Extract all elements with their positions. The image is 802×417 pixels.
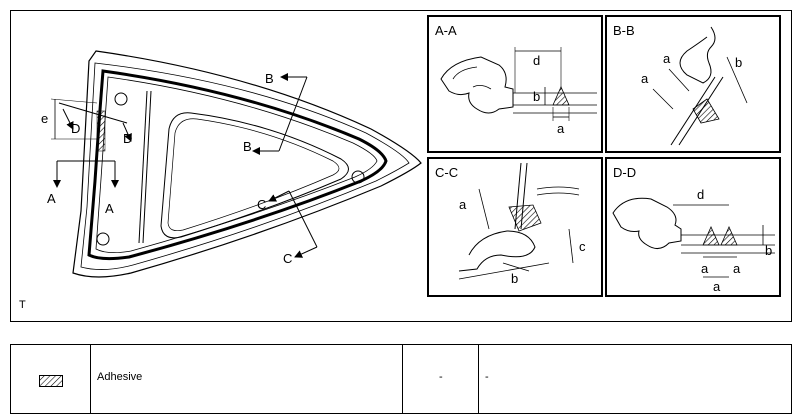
panel-section-aa: A-A d b a bbox=[427, 15, 603, 153]
panel-section-cc: C-C a b c bbox=[427, 157, 603, 297]
section-label-a-left: A bbox=[47, 191, 56, 206]
legend-col4: - bbox=[485, 371, 489, 383]
adhesive-strip bbox=[96, 110, 106, 152]
panel-title-cc: C-C bbox=[435, 165, 458, 180]
legend-label: Adhesive bbox=[97, 371, 143, 383]
legend-label-cell: Adhesive bbox=[91, 345, 403, 413]
legend-col3: - bbox=[439, 371, 443, 383]
section-label-b-bottom: B bbox=[243, 139, 252, 154]
section-label-d-right: D bbox=[123, 131, 132, 146]
panel-section-bb: B-B a a b bbox=[605, 15, 781, 153]
dim-label-aa-a: a bbox=[557, 121, 565, 136]
section-label-c-bottom: C bbox=[283, 251, 292, 266]
section-label-c-top: C bbox=[257, 197, 266, 212]
diagram-frame: B B C C A A D D e T A-A bbox=[10, 10, 792, 322]
inner-opening bbox=[160, 112, 349, 239]
legend-swatch-cell bbox=[11, 345, 91, 413]
glass-outline bbox=[72, 50, 422, 278]
dim-label-bb-a2: a bbox=[641, 71, 649, 86]
dim-label-bb-b: b bbox=[735, 55, 742, 70]
quarter-window-view: B B C C A A D D e bbox=[41, 50, 422, 278]
molding-band bbox=[87, 69, 388, 261]
dim-label-aa-d: d bbox=[533, 53, 540, 68]
legend-col4-cell: - bbox=[479, 345, 791, 413]
dim-label-e: e bbox=[41, 111, 48, 126]
dim-label-dd-b: b bbox=[765, 243, 772, 258]
dim-label-aa-b: b bbox=[533, 89, 540, 104]
dim-label-cc-b: b bbox=[511, 271, 518, 286]
dim-label-bb-a1: a bbox=[663, 51, 671, 66]
corner-mark: T bbox=[19, 299, 26, 311]
dim-label-dd-d: d bbox=[697, 187, 704, 202]
legend-table: Adhesive - - bbox=[10, 344, 792, 414]
section-label-b-top: B bbox=[265, 71, 274, 86]
section-label-a-right: A bbox=[105, 201, 114, 216]
dim-label-dd-a-bottom: a bbox=[713, 279, 721, 294]
panel-title-dd: D-D bbox=[613, 165, 636, 180]
dim-label-dd-a-left: a bbox=[701, 261, 709, 276]
panel-section-dd: D-D d b a a a bbox=[605, 157, 781, 297]
dim-label-cc-a: a bbox=[459, 197, 467, 212]
adhesive-hatch-icon bbox=[39, 375, 63, 387]
section-label-d-left: D bbox=[71, 121, 80, 136]
dim-label-dd-a-right: a bbox=[733, 261, 741, 276]
panel-title-aa: A-A bbox=[435, 23, 457, 38]
panel-title-bb: B-B bbox=[613, 23, 635, 38]
legend-col3-cell: - bbox=[403, 345, 479, 413]
dim-label-cc-c: c bbox=[579, 239, 586, 254]
glass-inner-outline bbox=[80, 62, 410, 270]
